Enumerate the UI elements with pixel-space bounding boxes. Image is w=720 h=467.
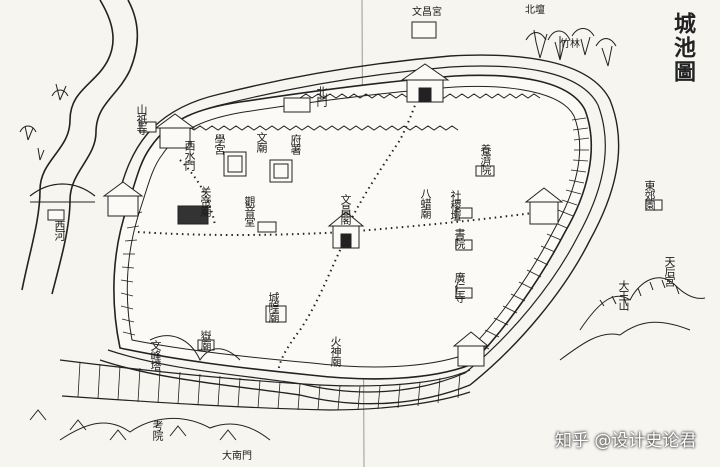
north-trees: [525, 28, 617, 67]
label-fire-temple: 火神廟: [329, 336, 342, 366]
label-kao: 考院: [151, 420, 164, 440]
label-guandi-temple: 关帝廟: [199, 186, 212, 216]
label-shenci: 社稷壇: [449, 190, 462, 220]
southeast-mountains: [559, 277, 706, 361]
label-wenchang-gong: 文昌宮: [412, 7, 442, 18]
label-bamboo: 竹林: [560, 39, 580, 50]
label-xuegong: 學宮: [213, 134, 226, 154]
south-mountains: [29, 335, 271, 441]
label-yangji: 養濟院: [479, 144, 492, 174]
label-south-pagoda: 文峰塔: [149, 340, 162, 370]
label-shuyuan: 書院: [453, 228, 466, 248]
gate-towers: [102, 63, 564, 367]
label-south-temple: 嶽廟: [199, 330, 212, 350]
label-prefecture-office: 府署: [289, 134, 302, 154]
watermark: 知乎 @设计史论君: [555, 431, 697, 451]
west-wall-hatching: [120, 211, 143, 336]
west-bridge: [29, 183, 96, 197]
east-wall-hatching: [475, 117, 590, 350]
label-guangren: 廣仁寺: [453, 272, 466, 302]
label-west-gate: 西水門: [183, 140, 196, 170]
label-east-shrine: 天后宮: [663, 256, 676, 286]
label-mountain-temple: 山祇寺: [135, 104, 148, 134]
label-guanyin: 觀音堂: [243, 196, 256, 226]
label-dongjiao: 東郊園: [643, 180, 656, 210]
label-mountain-right: 大王山: [617, 280, 630, 310]
label-south-gate: 大南門: [222, 451, 252, 462]
label-wenmiao: 文廟: [255, 132, 268, 152]
moat-outer: [99, 54, 620, 405]
label-wenchang-ge: 文昌閣: [339, 194, 352, 224]
west-river: [21, 0, 114, 291]
label-chenghuang: 城隍廟: [267, 292, 280, 322]
label-beitan: 北壇: [525, 5, 545, 16]
south-wall-band: [59, 359, 471, 411]
label-bashen: 八蜡廟: [419, 188, 432, 218]
map-title: 城池圖: [670, 12, 696, 84]
buildings: [47, 21, 663, 351]
west-trees: [19, 83, 69, 161]
label-north-gate: 北門: [315, 86, 328, 106]
roads: [137, 91, 541, 373]
label-west-river: 西河: [53, 220, 66, 240]
